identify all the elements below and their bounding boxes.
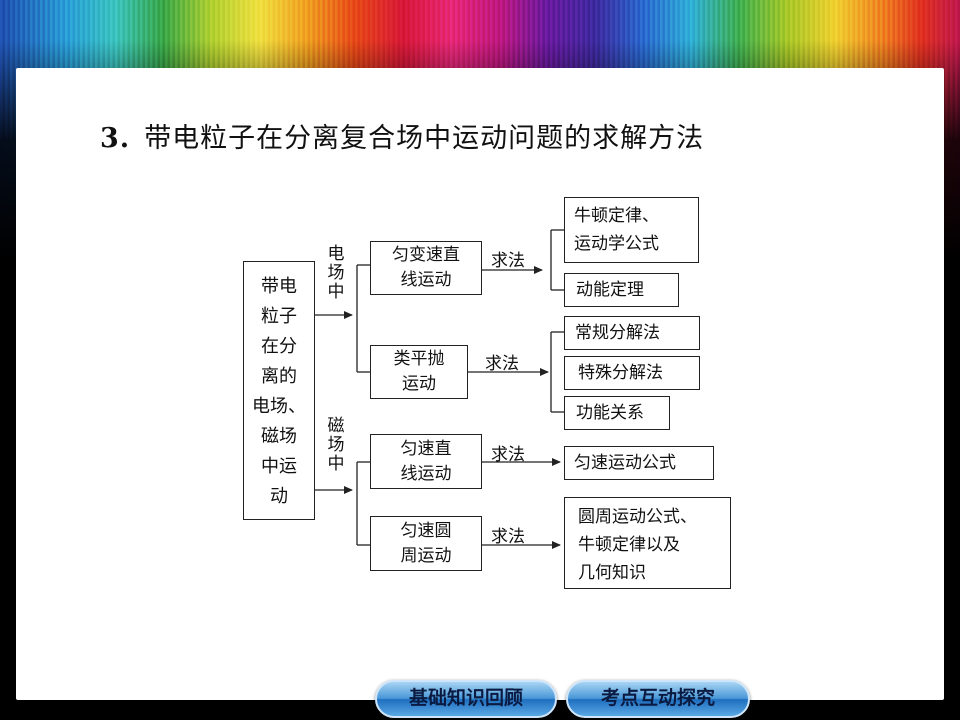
electric-label-char: 中 <box>327 282 345 302</box>
knowledge-review-button[interactable]: 基础知识回顾 <box>375 680 557 718</box>
uniform-accel-line: 匀变速直 <box>392 245 460 265</box>
electric-label-char: 电 <box>327 244 345 264</box>
kinetic-energy-box: 动能定理 <box>564 273 679 307</box>
circular-result-line: 圆周运动公式、 <box>578 507 697 527</box>
root-line: 粒子 <box>261 306 297 327</box>
newton-kinematics-line: 牛顿定律、 <box>574 206 659 226</box>
normal-decomposition-box: 常规分解法 <box>564 316 700 350</box>
work-energy-box: 功能关系 <box>564 396 670 430</box>
uniform-circular-line: 匀速圆 <box>400 521 452 541</box>
magnetic-label-char: 场 <box>327 435 345 455</box>
slide-heading: 3. 带电粒子在分离复合场中运动问题的求解方法 <box>100 116 704 160</box>
root-line: 电场、 <box>252 396 306 417</box>
method-label: 求法 <box>491 251 525 271</box>
uniform-accel-line: 线运动 <box>400 270 452 290</box>
magnetic-field-label: 磁 场 中 <box>326 417 346 474</box>
root-line: 动 <box>270 486 288 507</box>
circular-result-box: 圆周运动公式、 牛顿定律以及 几何知识 <box>564 497 731 589</box>
uniform-circular-box: 匀速圆 周运动 <box>370 516 482 571</box>
uniform-linear-box: 匀速直 线运动 <box>370 434 482 489</box>
method-label: 求法 <box>491 445 525 465</box>
circular-result-line: 几何知识 <box>578 563 646 583</box>
uniform-linear-line: 线运动 <box>400 464 452 484</box>
slide-card <box>16 68 944 700</box>
circular-result-line: 牛顿定律以及 <box>578 535 680 555</box>
magnetic-label-char: 中 <box>327 454 345 474</box>
special-decomposition-box: 特殊分解法 <box>564 356 700 390</box>
heading-number: 3. <box>100 123 131 154</box>
projectile-box: 类平抛 运动 <box>370 345 468 399</box>
newton-kinematics-line: 运动学公式 <box>574 234 659 254</box>
magnetic-label-char: 磁 <box>327 416 345 436</box>
root-line: 带电 <box>261 276 297 297</box>
electric-field-label: 电 场 中 <box>326 245 346 302</box>
root-line: 离的 <box>261 366 297 387</box>
projectile-line: 类平抛 <box>393 349 445 369</box>
method-label: 求法 <box>491 527 525 547</box>
exam-point-explore-button[interactable]: 考点互动探究 <box>566 680 750 718</box>
root-line: 中运 <box>261 456 297 477</box>
uniform-accel-box: 匀变速直 线运动 <box>370 241 482 295</box>
uniform-linear-line: 匀速直 <box>400 439 452 459</box>
uniform-motion-formula-box: 匀速运动公式 <box>564 446 714 480</box>
newton-kinematics-box: 牛顿定律、 运动学公式 <box>564 197 699 263</box>
method-label: 求法 <box>485 354 519 374</box>
root-line: 磁场 <box>261 426 297 447</box>
root-box: 带电 粒子 在分 离的 电场、 磁场 中运 动 <box>243 261 315 520</box>
root-line: 在分 <box>261 336 297 357</box>
uniform-circular-line: 周运动 <box>400 546 452 566</box>
electric-label-char: 场 <box>327 263 345 283</box>
heading-text: 带电粒子在分离复合场中运动问题的求解方法 <box>144 123 705 154</box>
projectile-line: 运动 <box>402 374 436 394</box>
